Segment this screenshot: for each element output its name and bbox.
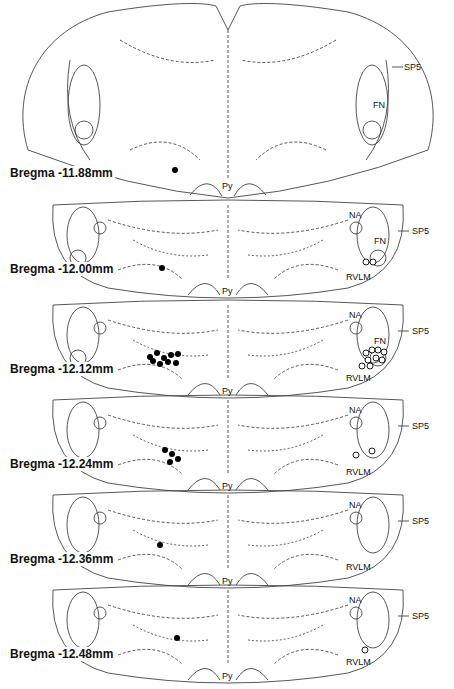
nucleus-label: NA: [349, 310, 362, 320]
region-label: RVLM: [346, 467, 371, 477]
region-label: RVLM: [346, 657, 371, 667]
bregma-level: Bregma -12.24mm: [8, 457, 115, 471]
tract-label: Py: [222, 481, 233, 491]
region-label: RVLM: [346, 562, 371, 572]
tract-label: Py: [222, 671, 233, 681]
nucleus-label: FN: [373, 100, 385, 110]
nucleus-label: NA: [349, 405, 362, 415]
bregma-level: Bregma -12.00mm: [8, 262, 115, 276]
nucleus-label: SP5: [412, 226, 429, 236]
nucleus-label: NA: [349, 595, 362, 605]
nucleus-label: FN: [374, 236, 386, 246]
bregma-level: Bregma -12.48mm: [8, 647, 115, 661]
tract-label: Py: [222, 286, 233, 296]
tract-label: Py: [222, 386, 233, 396]
nucleus-label: SP5: [404, 62, 421, 72]
region-label: RVLM: [346, 373, 371, 383]
bregma-level: Bregma -11.88mm: [8, 166, 115, 180]
nucleus-label: FN: [374, 336, 386, 346]
nucleus-label: NA: [349, 500, 362, 510]
nucleus-label: NA: [349, 210, 362, 220]
filled-dots: [147, 167, 181, 641]
region-label: RVLM: [346, 272, 371, 282]
nucleus-label: SP5: [412, 421, 429, 431]
tract-label: Py: [222, 181, 233, 191]
nucleus-label: SP5: [412, 326, 429, 336]
nucleus-label: SP5: [412, 611, 429, 621]
bregma-level: Bregma -12.36mm: [8, 552, 115, 566]
nucleus-label: SP5: [412, 516, 429, 526]
tract-label: Py: [222, 576, 233, 586]
bregma-level: Bregma -12.12mm: [8, 362, 115, 376]
